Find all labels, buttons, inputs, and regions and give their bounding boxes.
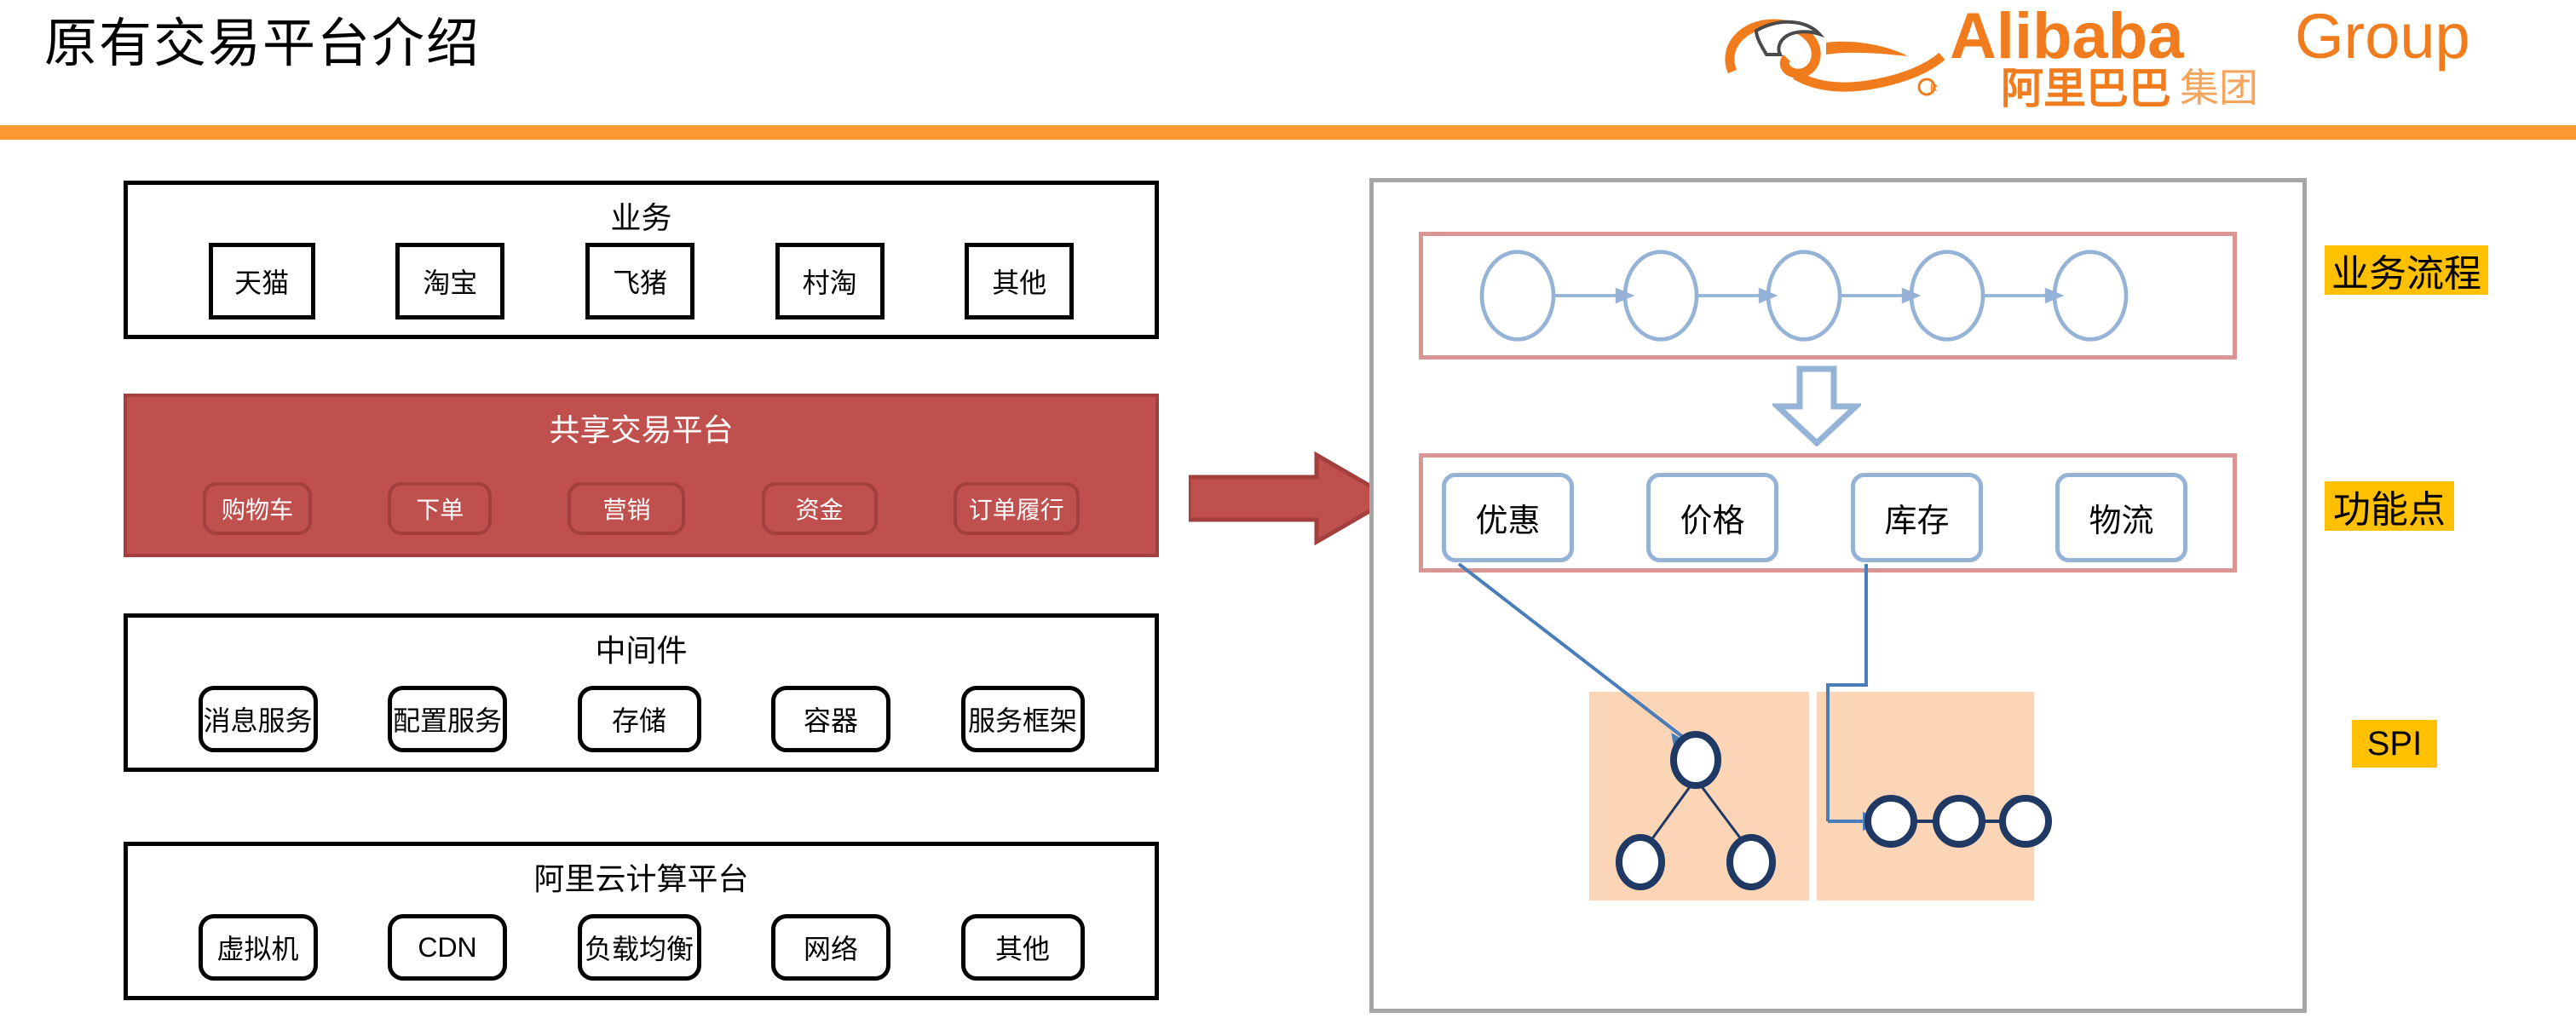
chip-order-fulfillment[interactable]: 订单履行 — [953, 482, 1080, 535]
side-label-business-flow: 业务流程 — [2325, 245, 2488, 295]
layer-business: 业务 天猫 淘宝 飞猪 村淘 其他 — [124, 181, 1159, 339]
chip-message-service[interactable]: 消息服务 — [198, 686, 318, 752]
chip-qita-cloud[interactable]: 其他 — [960, 914, 1085, 981]
layer-middleware-title: 中间件 — [595, 634, 688, 668]
layer-aliyun-cloud-platform: 阿里云计算平台 虚拟机 CDN 负载均衡 网络 其他 — [124, 842, 1159, 1000]
logo-latin-suffix: Group — [2295, 5, 2470, 72]
chip-cuntao[interactable]: 村淘 — [775, 243, 885, 319]
layer-shared-trading-platform: 共享交易平台 购物车 下单 营销 资金 订单履行 — [124, 394, 1159, 557]
spi-chain-node-2 — [1933, 795, 1985, 848]
chip-config-service[interactable]: 配置服务 — [388, 686, 507, 752]
chip-tianmao[interactable]: 天猫 — [208, 243, 315, 319]
layer-cloud-title: 阿里云计算平台 — [533, 862, 749, 896]
side-label-function-points: 功能点 — [2325, 481, 2454, 531]
chip-marketing[interactable]: 营销 — [568, 482, 686, 535]
function-points-band: 优惠 价格 库存 物流 — [1419, 453, 2237, 573]
chip-feizhu[interactable]: 飞猪 — [585, 243, 694, 319]
alibaba-group-logo: R Alibaba Group 阿里巴巴 集团 — [1707, 5, 2567, 109]
chip-price[interactable]: 价格 — [1646, 473, 1778, 562]
chip-funds[interactable]: 资金 — [761, 482, 878, 535]
business-flow-diagram — [1479, 250, 2129, 342]
chip-taobao[interactable]: 淘宝 — [395, 243, 505, 319]
chip-load-balance[interactable]: 负载均衡 — [577, 914, 701, 981]
chip-storage[interactable]: 存储 — [577, 686, 701, 752]
chip-network[interactable]: 网络 — [771, 914, 890, 981]
down-arrow-icon — [1772, 365, 1861, 446]
spi-chain-panel — [1817, 692, 2034, 901]
chip-discount[interactable]: 优惠 — [1442, 473, 1574, 562]
chip-qita-biz[interactable]: 其他 — [965, 243, 1075, 319]
layer-business-chips: 天猫 淘宝 飞猪 村淘 其他 — [128, 243, 1155, 319]
chip-container[interactable]: 容器 — [771, 686, 890, 752]
chip-cdn[interactable]: CDN — [388, 914, 507, 981]
spi-diagram — [1457, 562, 2052, 890]
right-panel: 优惠 价格 库存 物流 — [1369, 178, 2307, 1013]
chip-shopping-cart[interactable]: 购物车 — [203, 482, 313, 535]
spi-chain-node-1 — [1864, 795, 1917, 848]
layer-business-title: 业务 — [610, 201, 672, 235]
spi-tree-root — [1670, 731, 1721, 789]
flow-node-1 — [1479, 250, 1556, 342]
logo-chinese-brand: 阿里巴巴 — [2001, 65, 2171, 109]
spi-tree-child-2 — [1726, 834, 1776, 890]
spi-tree-child-1 — [1616, 834, 1665, 890]
spi-chain-node-3 — [1999, 795, 2052, 848]
chip-place-order[interactable]: 下单 — [388, 482, 493, 535]
big-right-arrow — [1189, 452, 1393, 545]
logo-chinese-suffix: 集团 — [2180, 66, 2258, 109]
layer-shared-chips: 购物车 下单 营销 资金 订单履行 — [127, 482, 1155, 535]
layer-cloud-chips: 虚拟机 CDN 负载均衡 网络 其他 — [128, 914, 1155, 981]
logo-latin-brand: Alibaba — [1950, 5, 2184, 72]
page-title: 原有交易平台介绍 — [44, 15, 481, 73]
chip-logistics[interactable]: 物流 — [2055, 473, 2187, 562]
chip-service-framework[interactable]: 服务框架 — [960, 686, 1085, 752]
layer-middleware-chips: 消息服务 配置服务 存储 容器 服务框架 — [128, 686, 1155, 752]
side-label-spi: SPI — [2352, 720, 2437, 768]
svg-text:R: R — [1930, 82, 1938, 94]
business-flow-band — [1419, 232, 2237, 360]
chip-virtual-machine[interactable]: 虚拟机 — [198, 914, 318, 981]
header-divider — [0, 125, 2576, 140]
layer-shared-title: 共享交易平台 — [549, 413, 734, 447]
layer-middleware: 中间件 消息服务 配置服务 存储 容器 服务框架 — [124, 613, 1159, 772]
chip-inventory[interactable]: 库存 — [1851, 473, 1983, 562]
